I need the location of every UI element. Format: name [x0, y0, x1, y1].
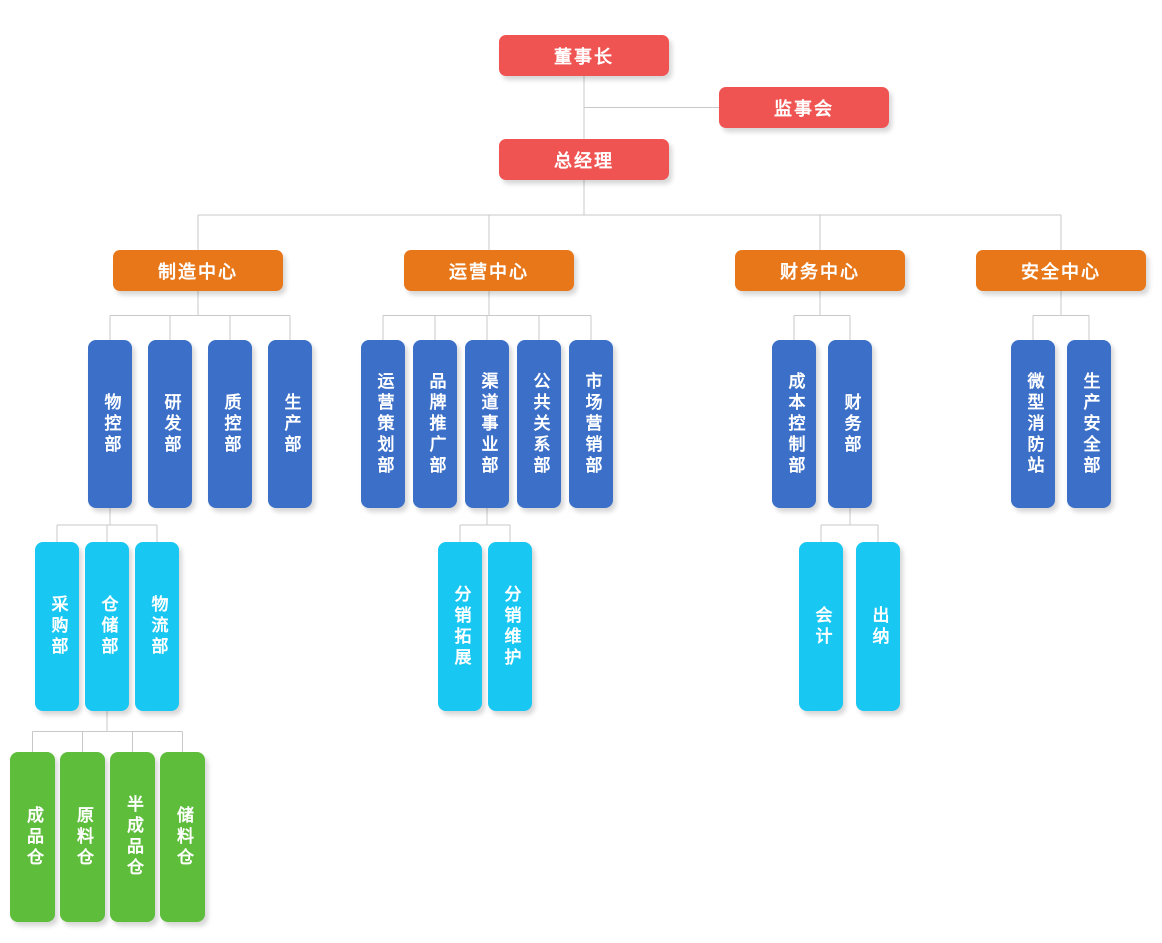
- org-node-raw-material-wh: 原料仓: [60, 752, 105, 922]
- org-node-public-relations: 公共关系部: [517, 340, 561, 508]
- org-node-label: 安全中心: [1021, 261, 1101, 283]
- org-node-production: 生产部: [268, 340, 312, 508]
- org-node-label: 运营策划部: [373, 371, 394, 477]
- org-node-rnd: 研发部: [148, 340, 192, 508]
- org-node-ops-planning: 运营策划部: [361, 340, 405, 508]
- org-node-label: 财务中心: [780, 261, 860, 283]
- org-node-label: 监事会: [774, 98, 834, 120]
- org-node-marketing: 市场营销部: [569, 340, 613, 508]
- org-node-fin-center: 财务中心: [735, 250, 905, 291]
- org-node-purchasing: 采购部: [35, 542, 79, 711]
- org-node-ops-center: 运营中心: [404, 250, 574, 291]
- org-node-semi-finished-wh: 半成品仓: [110, 752, 155, 922]
- org-node-label: 制造中心: [158, 261, 238, 283]
- org-node-label: 分销拓展: [450, 584, 471, 669]
- org-node-stock-material-wh: 储料仓: [160, 752, 205, 922]
- org-node-label: 原料仓: [73, 805, 93, 869]
- org-node-warehousing: 仓储部: [85, 542, 129, 711]
- org-node-label: 研发部: [160, 392, 181, 456]
- org-node-finance-dept: 财务部: [828, 340, 872, 508]
- org-node-label: 半成品仓: [123, 795, 143, 879]
- org-node-cost-control: 成本控制部: [772, 340, 816, 508]
- org-node-label: 成本控制部: [784, 371, 805, 477]
- org-node-micro-fire-station: 微型消防站: [1011, 340, 1055, 508]
- org-node-label: 物流部: [147, 595, 168, 658]
- org-node-label: 董事长: [554, 46, 614, 68]
- org-node-label: 总经理: [554, 150, 614, 172]
- org-node-label: 市场营销部: [581, 371, 602, 477]
- org-node-label: 微型消防站: [1023, 371, 1044, 477]
- org-node-brand-promotion: 品牌推广部: [413, 340, 457, 508]
- org-node-production-safety: 生产安全部: [1067, 340, 1111, 508]
- org-node-label: 仓储部: [97, 595, 118, 658]
- org-node-label: 成品仓: [23, 805, 43, 869]
- org-node-label: 公共关系部: [529, 371, 550, 477]
- org-node-label: 生产部: [280, 392, 301, 456]
- org-node-materials-control: 物控部: [88, 340, 132, 508]
- org-node-dist-maintenance: 分销维护: [488, 542, 532, 711]
- org-node-chairman: 董事长: [499, 35, 669, 76]
- org-node-label: 运营中心: [449, 261, 529, 283]
- org-node-label: 会计: [811, 605, 832, 648]
- org-node-channel-business: 渠道事业部: [465, 340, 509, 508]
- org-node-label: 渠道事业部: [477, 371, 498, 477]
- org-node-label: 出纳: [868, 605, 889, 648]
- org-node-supervisory-board: 监事会: [719, 87, 889, 128]
- org-node-mfg-center: 制造中心: [113, 250, 283, 291]
- org-node-cashier: 出纳: [856, 542, 900, 711]
- org-node-label: 生产安全部: [1079, 371, 1100, 477]
- org-node-accounting: 会计: [799, 542, 843, 711]
- org-node-general-manager: 总经理: [499, 139, 669, 180]
- org-node-label: 质控部: [220, 392, 241, 456]
- org-node-label: 财务部: [840, 392, 861, 456]
- org-node-logistics: 物流部: [135, 542, 179, 711]
- org-node-finished-goods-wh: 成品仓: [10, 752, 55, 922]
- org-node-label: 分销维护: [500, 584, 521, 669]
- org-node-dist-expansion: 分销拓展: [438, 542, 482, 711]
- org-node-label: 储料仓: [173, 805, 193, 869]
- org-node-label: 采购部: [47, 595, 68, 658]
- org-node-label: 品牌推广部: [425, 371, 446, 477]
- org-node-label: 物控部: [100, 392, 121, 456]
- org-node-quality-control: 质控部: [208, 340, 252, 508]
- org-node-safety-center: 安全中心: [976, 250, 1146, 291]
